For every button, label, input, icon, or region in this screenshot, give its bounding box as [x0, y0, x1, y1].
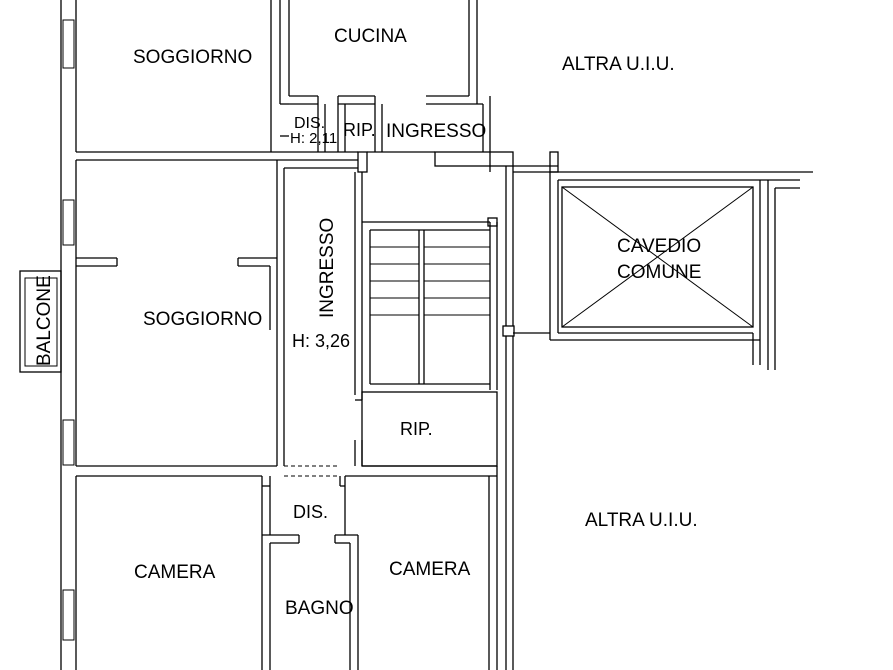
room-soggiorno-top: SOGGIORNO: [76, 0, 281, 161]
soggiorno-top-label: SOGGIORNO: [133, 47, 252, 68]
rip-mid-label: RIP.: [400, 419, 433, 439]
room-cucina: CUCINA: [280, 0, 483, 105]
cavedio-line2-label: COMUNE: [617, 262, 701, 283]
cavedio-comune: CAVEDIO COMUNE: [549, 171, 813, 370]
room-camera-left: CAMERA: [134, 562, 216, 583]
height-top-label: H: 2,11: [290, 130, 337, 147]
dis-top-label: DIS.: [294, 115, 325, 132]
camera-right-label: CAMERA: [389, 559, 471, 580]
balcone: BALCONE: [19, 270, 62, 373]
height-mid-label: H: 3,26: [292, 331, 350, 351]
ingresso-vertical-label: INGRESSO: [317, 218, 338, 318]
room-camera-right: CAMERA: [389, 466, 498, 670]
cavedio-line1-label: CAVEDIO: [617, 236, 701, 257]
ingresso-top-label: INGRESSO: [386, 121, 486, 142]
room-ingresso-corridor: INGRESSO H: 3,26: [284, 172, 363, 477]
room-soggiorno-mid: SOGGIORNO: [76, 160, 358, 477]
staircase: [362, 166, 550, 670]
soggiorno-mid-label: SOGGIORNO: [143, 309, 262, 330]
altra-uiu-bottom-label: ALTRA U.I.U.: [585, 510, 698, 531]
rip-top-label: RIP.: [343, 120, 376, 140]
altra-uiu-top-label: ALTRA U.I.U.: [562, 54, 675, 75]
room-rip-mid: RIP.: [361, 391, 498, 467]
camera-left-label: CAMERA: [134, 562, 216, 583]
dis-bottom-label: DIS.: [293, 502, 328, 522]
room-dis-bottom: DIS.: [261, 475, 497, 670]
room-bagno: BAGNO: [262, 534, 359, 670]
cucina-label: CUCINA: [334, 26, 407, 47]
bagno-label: BAGNO: [285, 598, 354, 619]
corridor-top: DIS. H: 2,11 RIP. INGRESSO: [280, 96, 559, 173]
left-facade-wall: [60, 0, 77, 670]
balcone-label: BALCONE: [34, 275, 55, 366]
